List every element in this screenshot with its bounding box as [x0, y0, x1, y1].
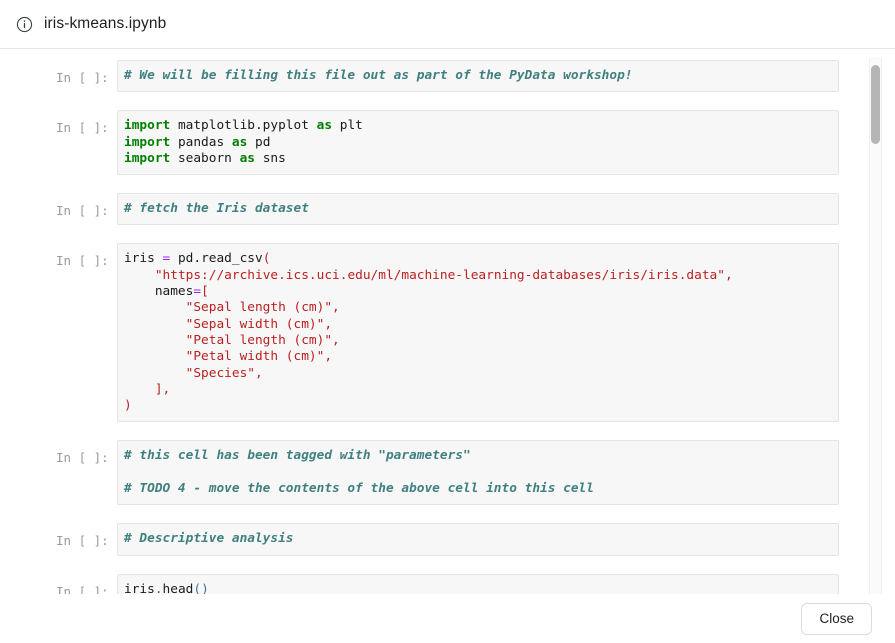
code-token-punct: ) [124, 398, 132, 414]
code-token-keyword: import [124, 118, 171, 134]
code-token-plain [124, 268, 155, 283]
cell-input-area[interactable]: # Descriptive analysis [117, 523, 839, 556]
code-token-keyword: as [239, 150, 255, 166]
code-token-punct: , [324, 349, 333, 365]
code-token-punct: , [332, 332, 340, 348]
info-circle-icon [16, 16, 33, 32]
code-token-plain: names [124, 284, 194, 300]
code-token-keyword: import [124, 150, 171, 166]
code-token-op: . [154, 581, 163, 597]
cell-source-code[interactable]: # this cell has been tagged with "parame… [124, 448, 838, 497]
cell-prompt-label: In [ ]: [56, 203, 109, 219]
code-token-plain: plt [332, 118, 363, 134]
code-token-plain: matplotlib.pyplot [170, 118, 317, 134]
code-token-paren: () [193, 581, 209, 597]
cell-source-code[interactable]: import matplotlib.pyplot as plt import p… [124, 118, 838, 167]
code-token-keyword: as [231, 134, 248, 150]
cell-source-code[interactable]: # fetch the Iris dataset [124, 201, 838, 217]
notebook-cell[interactable]: In [ ]: iris = pd.read_csv( "https://arch… [56, 243, 839, 423]
code-token-keyword: import [124, 134, 171, 150]
code-token-comment: # We will be filling this file out as pa… [124, 68, 633, 83]
code-token-plain: iris [124, 581, 155, 597]
code-token-string: "Sepal width (cm)" [185, 316, 325, 332]
code-token-plain: iris [124, 251, 163, 267]
code-token-plain [124, 333, 186, 348]
code-token-punct: ], [154, 381, 171, 397]
cell-input-area[interactable]: # We will be filling this file out as pa… [117, 60, 839, 93]
cell-input-area[interactable]: iris = pd.read_csv( "https://archive.ics… [117, 243, 839, 423]
notebook-cell[interactable]: In [ ]: # Descriptive analysis [56, 523, 839, 556]
cell-prompt-label: In [ ]: [56, 533, 109, 549]
cell-prompt-label: In [ ]: [56, 253, 109, 269]
code-token-plain [124, 382, 155, 397]
code-token-plain: pd.read_csv [170, 251, 263, 267]
cell-source-code[interactable]: iris.head() [124, 582, 838, 598]
code-token-string: "https://archive.ics.uci.edu/ml/machine-… [154, 267, 725, 283]
dialog-footer: Close [0, 594, 895, 643]
notebook-scroll-region[interactable]: In [ ]: # We will be filling this file ou… [0, 49, 895, 643]
code-token-plain [124, 366, 186, 381]
code-token-plain [124, 317, 186, 332]
cell-source-code[interactable]: iris = pd.read_csv( "https://archive.ics… [124, 251, 838, 414]
code-token-comment: # TODO 4 - move the contents of the abov… [124, 481, 594, 497]
code-token-op: = [162, 251, 171, 267]
notebook-cell[interactable]: In [ ]: # We will be filling this file ou… [56, 60, 839, 93]
code-token-punct: , [324, 316, 333, 332]
notebook-cell[interactable]: In [ ]: import matplotlib.pyplot as plt i… [56, 110, 839, 176]
code-token-comment: # fetch the Iris dataset [124, 201, 309, 217]
code-token-plain [124, 300, 186, 315]
code-token-string: "Species" [185, 365, 255, 381]
code-token-punct: [ [201, 284, 209, 300]
vertical-scrollbar-track[interactable] [869, 57, 882, 627]
code-token-string: "Petal length (cm)" [185, 332, 333, 348]
page-title: iris-kmeans.ipynb [44, 15, 167, 32]
notebook-panel: In [ ]: # We will be filling this file ou… [0, 49, 895, 643]
cell-input-area[interactable]: import matplotlib.pyplot as plt import p… [117, 110, 839, 176]
cell-source-code[interactable]: # Descriptive analysis [124, 531, 838, 547]
code-token-keyword: as [316, 118, 333, 134]
code-token-plain: seaborn [170, 150, 240, 166]
code-token-string: "Petal width (cm)" [185, 349, 325, 365]
vertical-scrollbar-thumb[interactable] [871, 65, 880, 144]
code-token-plain [124, 349, 186, 364]
cell-input-area[interactable]: # this cell has been tagged with "parame… [117, 440, 839, 506]
cell-prompt-label: In [ ]: [56, 450, 109, 466]
code-token-punct: ( [262, 251, 271, 267]
notebook-cell-list: In [ ]: # We will be filling this file ou… [0, 49, 895, 606]
dialog-header: iris-kmeans.ipynb [0, 0, 895, 49]
code-token-plain: head [162, 581, 194, 597]
code-token-punct: , [332, 300, 340, 316]
code-token-punct: , [724, 267, 733, 283]
code-token-comment: # this cell has been tagged with "parame… [124, 448, 471, 464]
notebook-cell[interactable]: In [ ]: # this cell has been tagged with … [56, 440, 839, 506]
notebook-cell[interactable]: In [ ]: # fetch the Iris dataset [56, 193, 839, 226]
code-token-plain: pd [247, 134, 271, 150]
code-token-string: "Sepal length (cm)" [185, 300, 333, 316]
cell-source-code[interactable]: # We will be filling this file out as pa… [124, 68, 838, 84]
code-token-comment: # Descriptive analysis [124, 531, 294, 547]
code-token-plain: sns [255, 150, 286, 166]
cell-prompt-label: In [ ]: [56, 120, 109, 136]
code-token-plain: pandas [170, 134, 232, 150]
code-token-op: = [193, 284, 202, 300]
code-token-punct: , [254, 365, 263, 381]
close-button[interactable]: Close [801, 602, 872, 635]
cell-prompt-label: In [ ]: [56, 70, 109, 85]
cell-input-area[interactable]: # fetch the Iris dataset [117, 193, 839, 226]
